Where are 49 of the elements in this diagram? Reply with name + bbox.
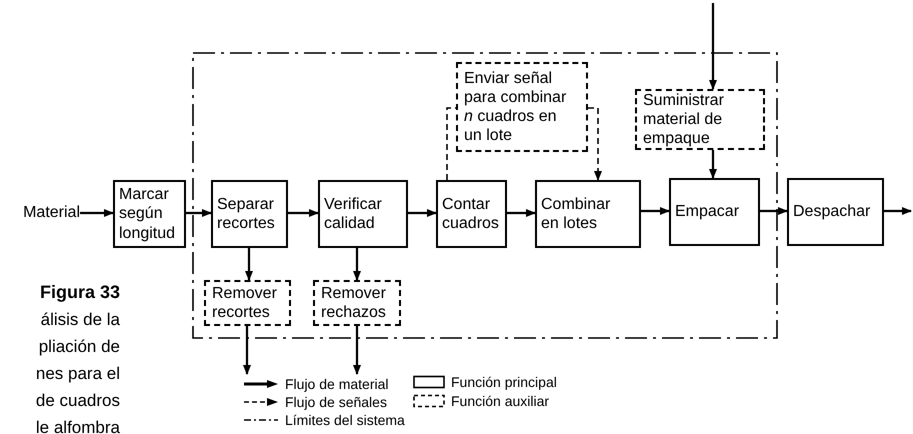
- caption-line: de cuadros: [36, 390, 120, 412]
- flow-arrow: [709, 3, 717, 90]
- function-box: [535, 180, 641, 248]
- box-label: Contar cuadros: [442, 194, 500, 234]
- box-label: Marcar según longitud: [119, 185, 176, 243]
- flow-arrow: [245, 248, 253, 281]
- flow-arrow: [709, 150, 717, 179]
- box-label: Separar recortes: [217, 194, 276, 234]
- function-box: [787, 178, 884, 246]
- flow-arrow: [288, 209, 319, 217]
- legend-label: Función auxiliar: [451, 392, 550, 410]
- flow-arrow: [641, 207, 670, 215]
- function-box: [669, 178, 760, 246]
- function-box: [436, 180, 507, 248]
- box-label: Combinar en lotes: [541, 194, 612, 234]
- flow-arrow: [884, 207, 912, 215]
- box-label: Despachar: [793, 202, 870, 222]
- flow-arrow: [353, 248, 361, 281]
- legend-label: Flujo de señales: [285, 393, 387, 411]
- flow-arrow: [243, 326, 251, 375]
- legend-label: Flujo de material: [285, 375, 388, 393]
- box-label: Remover rechazos: [321, 284, 387, 322]
- flow-arrow: [507, 209, 536, 217]
- auxiliary-function-box: [456, 62, 588, 152]
- caption-line: le alfombra: [36, 417, 120, 434]
- signal-arrow: [588, 107, 602, 181]
- flow-arrow: [353, 326, 361, 375]
- function-box: [211, 180, 288, 248]
- auxiliary-function-box: [204, 280, 291, 326]
- auxiliary-function-box: [635, 89, 765, 150]
- legend-label: Función principal: [451, 373, 557, 391]
- box-label: Verificar calidad: [324, 194, 383, 234]
- caption-line: nes para el: [36, 363, 120, 385]
- legend-label: Límites del sistema: [285, 411, 405, 429]
- box-label: Remover recortes: [212, 284, 278, 322]
- function-box: [113, 180, 186, 248]
- flow-arrow: [186, 209, 212, 217]
- flow-arrow: [408, 209, 437, 217]
- box-label: Empacar: [675, 202, 740, 222]
- function-box: [318, 180, 408, 248]
- auxiliary-function-box: [313, 280, 401, 326]
- caption-line: pliación de: [38, 336, 120, 358]
- box-label: Enviar señal para combinar n cuadros en un lote: [464, 68, 568, 146]
- box-label: Suministrar material de empaque: [643, 90, 725, 148]
- caption-line: álisis de la: [40, 309, 120, 331]
- figure-number: Figura 33: [40, 281, 120, 304]
- input-label: Material: [23, 203, 80, 223]
- flow-arrow: [760, 207, 788, 215]
- flow-arrow: [80, 209, 114, 217]
